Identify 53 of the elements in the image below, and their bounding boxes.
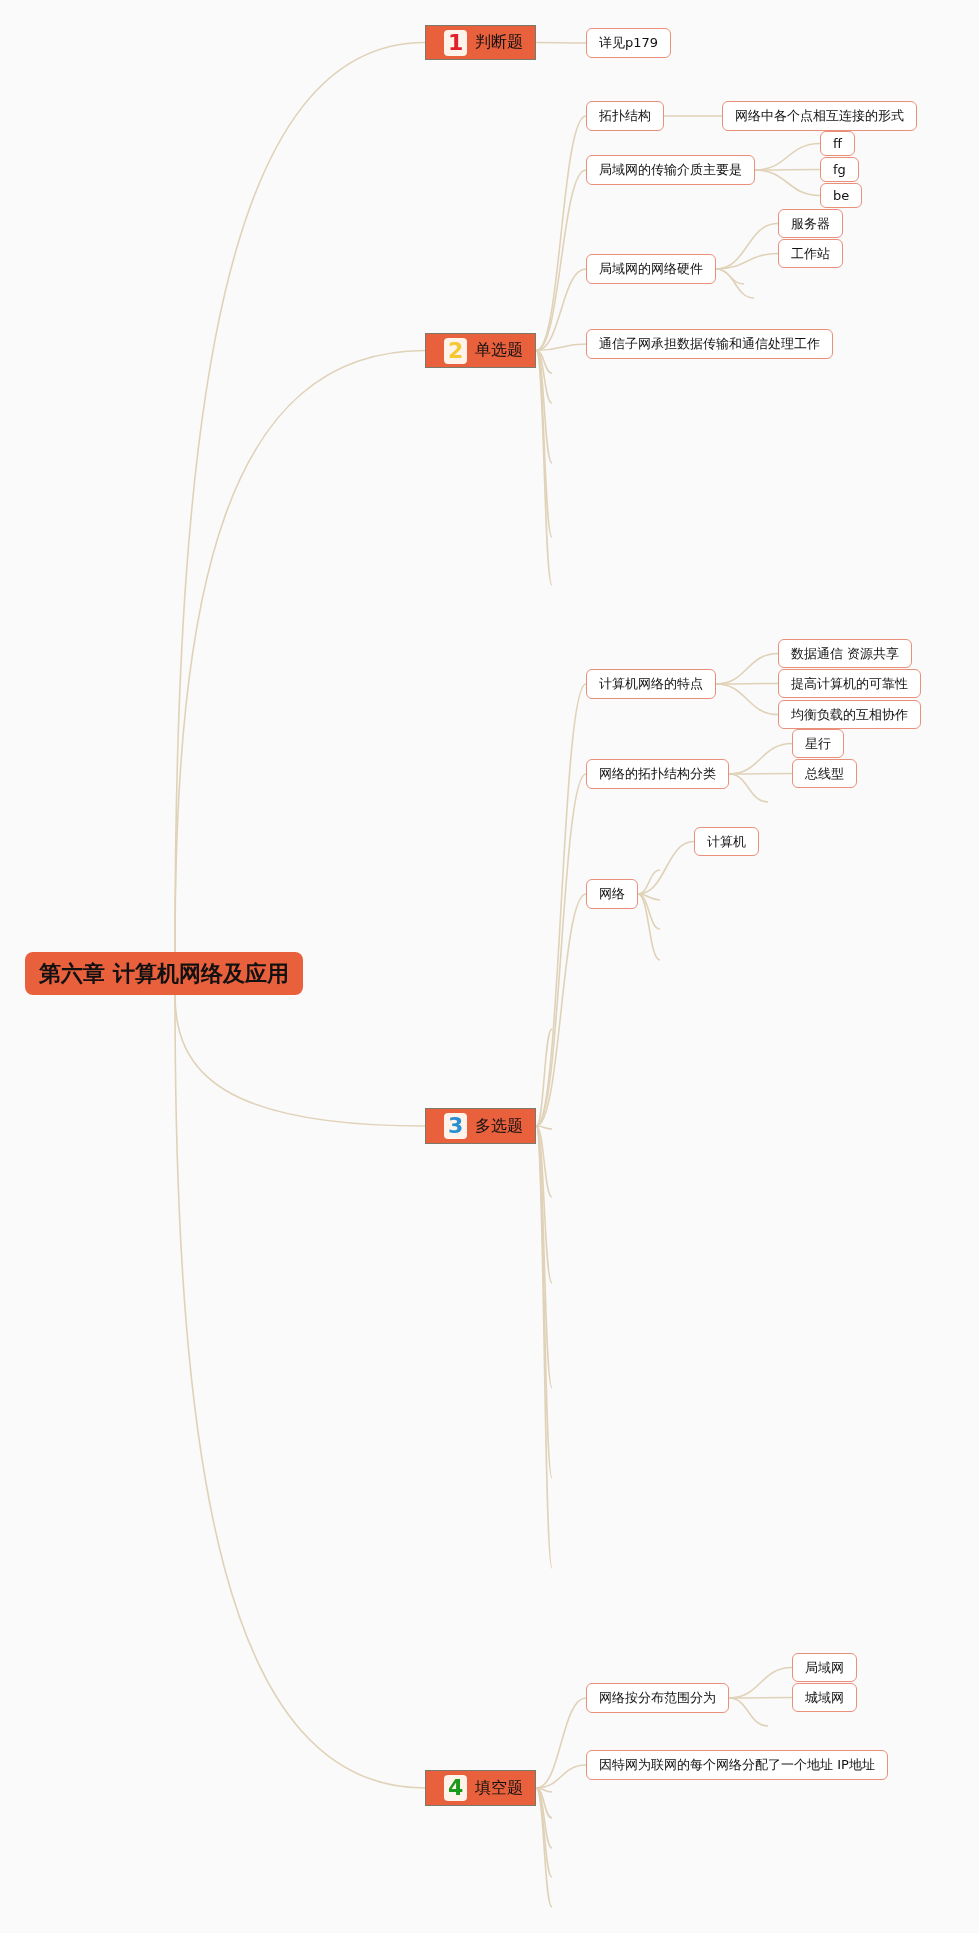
number-marker: 2 (444, 337, 468, 364)
connector-line (754, 169, 821, 197)
topic-box: 详见p179 (586, 28, 672, 58)
topic-box: 总线型 (792, 759, 857, 788)
topic-box: be (820, 183, 863, 208)
topic-label: 多选题 (475, 1115, 524, 1137)
topic-box: 网络按分布范围分为 (586, 1683, 729, 1713)
topic-label: 判断题 (475, 32, 524, 53)
topic-box: 局域网的网络硬件 (586, 254, 716, 284)
topic-box: 网络中各个点相互连接的形式 (722, 101, 917, 131)
connector-line (535, 349, 553, 404)
topic-label: 单选题 (475, 340, 524, 361)
number-marker: 4 (444, 1775, 468, 1801)
topic-box: 计算机网络的特点 (586, 669, 716, 699)
topic-box: 均衡负载的互相协作 (778, 700, 921, 729)
topic-box: ff (820, 131, 855, 156)
topic-box: 局域网 (792, 1653, 857, 1682)
topic-box: 城域网 (792, 1683, 857, 1712)
branch-topic-box (425, 1108, 537, 1144)
connector-line (535, 41, 587, 44)
topic-box: 计算机 (694, 827, 759, 856)
number-marker: 3 (444, 1113, 468, 1139)
connector-line (637, 893, 661, 961)
number-marker: 1 (444, 29, 468, 56)
topic-box: 因特网为联网的每个网络分配了一个地址 IP地址 (586, 1750, 888, 1780)
topic-box: fg (820, 157, 859, 182)
branch-topic-box (425, 333, 537, 368)
topic-label: 填空题 (475, 1777, 524, 1799)
connector-line (174, 349, 426, 953)
topic-box: 网络 (586, 879, 638, 909)
topic-box: 数据通信 资源共享 (778, 639, 913, 668)
connector-line (174, 994, 426, 1789)
topic-box: 局域网的传输介质主要是 (586, 155, 755, 185)
connector-line (535, 1028, 553, 1127)
connector-line (535, 1125, 553, 1130)
connector-line (535, 1787, 553, 1878)
connector-line (535, 1125, 553, 1198)
connector-line (663, 115, 723, 117)
topic-box: 拓扑结构 (586, 101, 664, 131)
connector-line (535, 1787, 553, 1908)
topic-box: 工作站 (778, 239, 843, 268)
connector-line (535, 349, 553, 374)
topic-box: 星行 (792, 729, 844, 758)
connector-line (728, 1697, 769, 1727)
connector-line (637, 869, 661, 895)
root-topic-box: 第六章 计算机网络及应用 (25, 952, 303, 995)
topic-box: 服务器 (778, 209, 843, 238)
branch-topic-box (425, 1770, 537, 1806)
branch-topic-box (425, 25, 537, 60)
topic-box: 提高计算机的可靠性 (778, 669, 921, 698)
topic-box: 网络的拓扑结构分类 (586, 759, 729, 789)
topic-box: 通信子网承担数据传输和通信处理工作 (586, 329, 833, 359)
connector-line (728, 773, 769, 803)
